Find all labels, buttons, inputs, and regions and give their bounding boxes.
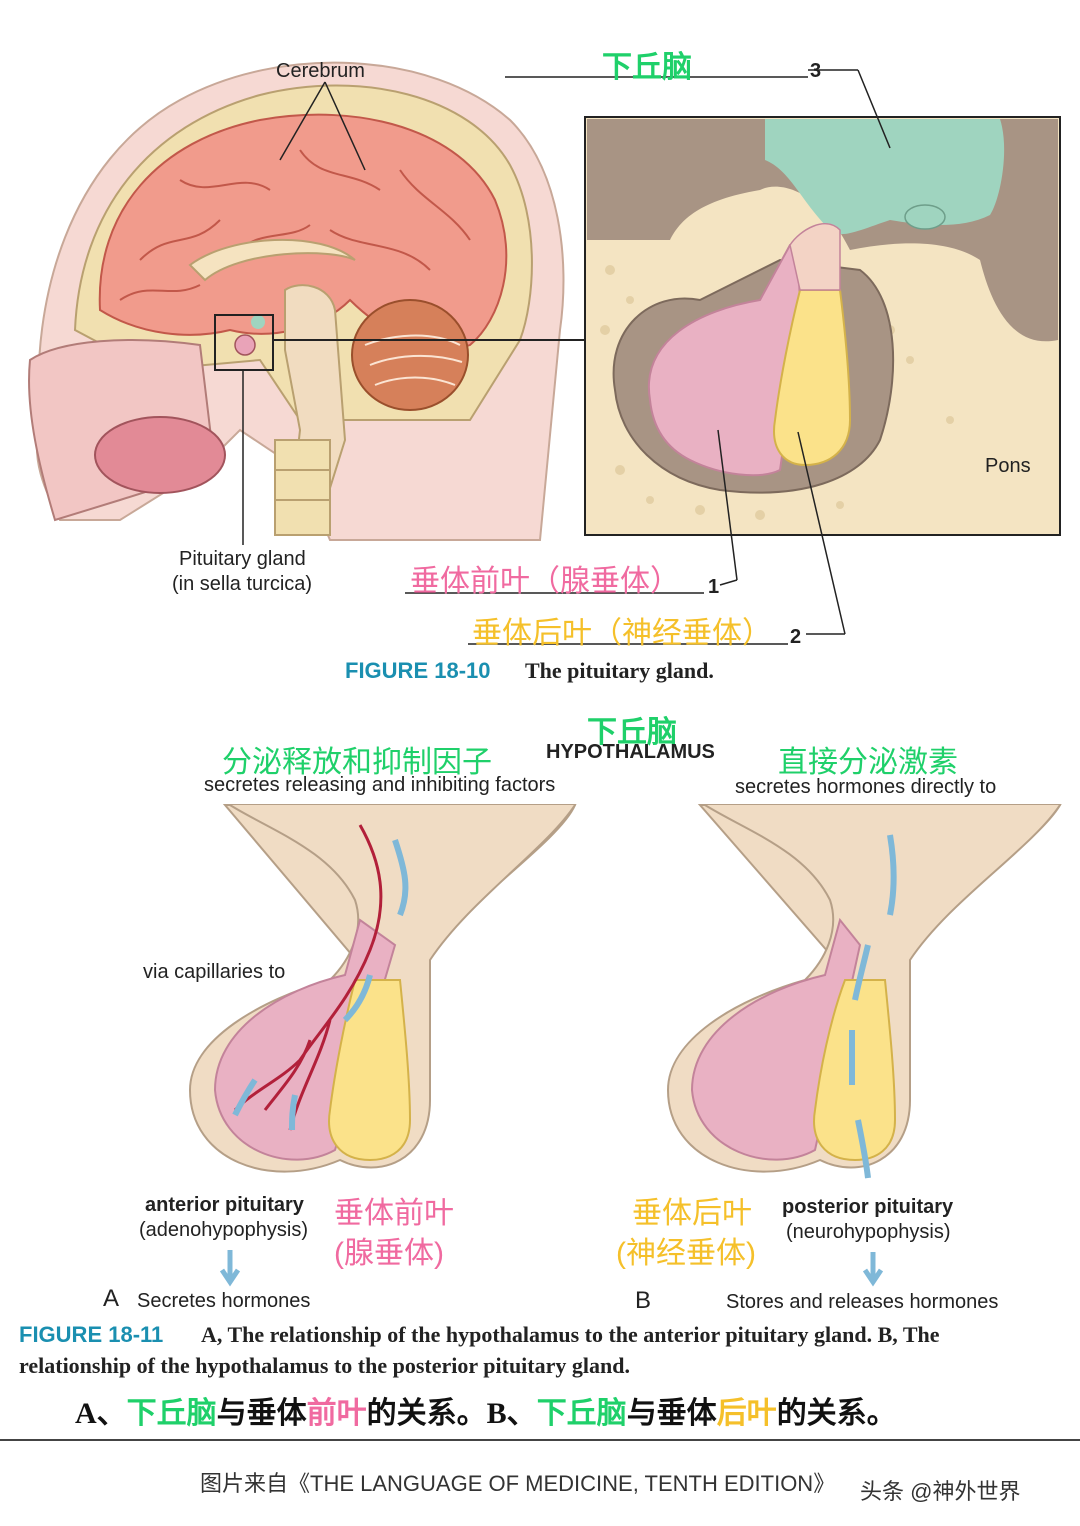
anterior-cn-1: 垂体前叶 [334,1197,454,1230]
anterior-lobe-cn-label: 垂体前叶（腺垂体） [410,565,680,598]
posterior-cn-1: 垂体后叶 [632,1197,752,1230]
panel-b-letter: B [635,1287,652,1314]
anterior-cn-2: (腺垂体) [334,1237,444,1270]
summary-part-7: 与垂体 [626,1397,717,1430]
panel-a-letter: A [103,1285,120,1312]
pituitary-label-line2: (in sella turcica) [172,573,313,595]
right-en-label: secretes hormones directly to [735,776,997,798]
fig1-label-3: 3 [810,60,822,82]
summary-posterior: 后叶 [716,1397,777,1430]
summary-part-9: 的关系。 [776,1397,897,1430]
summary-anterior: 前叶 [306,1397,367,1430]
right-cn-label: 直接分泌激素 [778,746,958,779]
posterior-lobe-cn-label: 垂体后叶（神经垂体） [472,617,772,650]
fig2-hypothalamus-en: HYPOTHALAMUS [546,741,715,763]
watermark: 头条 @神外世界 [860,1479,1021,1504]
cerebrum-label: Cerebrum [276,60,365,82]
figure-18-10-caption: The pituitary gland. [525,658,714,683]
head-sagittal-illustration [28,61,1061,645]
summary-hypothalamus-1: 下丘脑 [126,1397,217,1430]
fig1-label-1: 1 [708,576,720,598]
fig1-hypothalamus-cn: 下丘脑 [602,51,692,84]
fig2-hypothalamus-cn: 下丘脑 [587,716,677,749]
panel-b-text: Stores and releases hormones [726,1291,999,1313]
adenohypophysis-label: (adenohypophysis) [139,1219,308,1241]
figure-18-11-caption-line2: relationship of the hypothalamus to the … [19,1353,630,1378]
summary-part-3: 与垂体 [216,1397,307,1430]
pons-label: Pons [985,455,1031,477]
anterior-pituitary-en: anterior pituitary [145,1194,304,1216]
figure-18-10-number: FIGURE 18-10 [345,658,491,683]
left-cn-label: 分泌释放和抑制因子 [222,746,492,779]
panel-b-illustration [666,804,1062,1287]
panel-a-text: Secretes hormones [137,1290,311,1312]
source-credit: 图片来自《THE LANGUAGE OF MEDICINE, TENTH EDI… [200,1471,836,1496]
neurohypophysis-label: (neurohypophysis) [786,1221,951,1243]
posterior-cn-2: (神经垂体) [616,1237,756,1270]
summary-part-a: A、 [75,1397,127,1430]
via-capillaries-label: via capillaries to [143,961,286,983]
fig1-label-2: 2 [790,626,802,648]
pituitary-label-line1: Pituitary gland [179,548,306,570]
summary-part-5: 的关系。B、 [366,1397,537,1430]
posterior-pituitary-en: posterior pituitary [782,1196,954,1218]
figure-18-11-number: FIGURE 18-11 [19,1322,164,1347]
figure-18-11-caption-line1: A, The relationship of the hypothalamus … [201,1322,940,1347]
summary-line: A、下丘脑与垂体前叶的关系。B、下丘脑与垂体后叶的关系。 [75,1388,897,1432]
summary-hypothalamus-2: 下丘脑 [536,1397,627,1430]
left-en-label: secretes releasing and inhibiting factor… [204,774,556,796]
panel-a-illustration [188,804,577,1287]
